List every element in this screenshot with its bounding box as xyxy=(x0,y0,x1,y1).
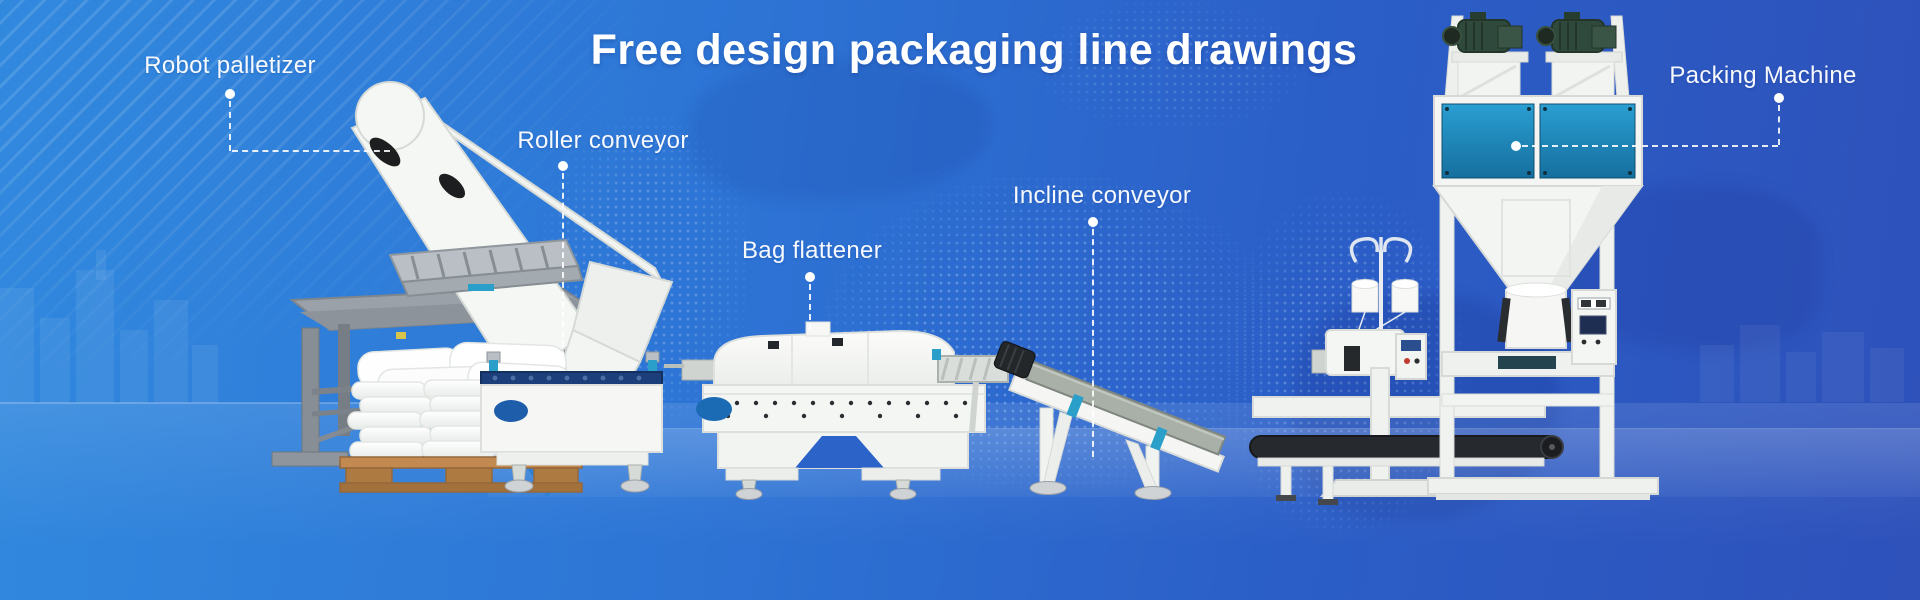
belt-conveyor xyxy=(1249,435,1564,505)
leader-dot xyxy=(225,89,235,99)
dot-map-patch xyxy=(1035,0,1305,130)
leader-line xyxy=(809,284,811,330)
city-skyline-right xyxy=(1700,325,1904,402)
thread-spools xyxy=(1351,279,1419,333)
label-bag-flattener: Bag flattener xyxy=(742,237,882,264)
control-panel xyxy=(1571,289,1617,365)
label-robot-palletizer: Robot palletizer xyxy=(144,52,316,79)
teal-panels xyxy=(1441,103,1636,179)
city-skyline-left xyxy=(0,250,218,403)
bag-flattener-illustration xyxy=(664,321,1009,500)
conveyor-feet xyxy=(504,464,650,493)
leader-line xyxy=(232,150,390,152)
map-continent-blob xyxy=(690,60,990,200)
sewing-head xyxy=(1311,329,1427,380)
wooden-pallet xyxy=(339,456,583,493)
leader-dot xyxy=(1088,217,1098,227)
vibrator-motors xyxy=(1442,12,1623,99)
roller-conveyor-illustration xyxy=(480,351,663,493)
leader-dot xyxy=(1511,141,1521,151)
leader-line xyxy=(562,173,564,367)
banner-title: Free design packaging line drawings xyxy=(590,26,1358,74)
robot-fork-gripper xyxy=(388,238,584,298)
packing-machine-illustration xyxy=(1427,12,1659,500)
label-packing-machine: Packing Machine xyxy=(1669,62,1857,89)
label-roller-conveyor: Roller conveyor xyxy=(517,127,689,154)
leader-line xyxy=(1092,229,1094,457)
incline-conveyor-illustration xyxy=(993,341,1227,500)
label-incline-conveyor: Incline conveyor xyxy=(1012,182,1192,209)
floor-line xyxy=(0,402,500,404)
leader-line xyxy=(1522,145,1778,147)
incline-legs xyxy=(1029,407,1172,500)
filling-spout xyxy=(1497,282,1575,349)
leader-line xyxy=(229,101,231,151)
sewing-machine-conveyor-illustration xyxy=(1249,237,1564,505)
leader-dot xyxy=(805,272,815,282)
leader-dot xyxy=(558,161,568,171)
thread-stand xyxy=(1349,237,1413,372)
leader-dot xyxy=(1774,93,1784,103)
leader-line xyxy=(1778,105,1780,145)
